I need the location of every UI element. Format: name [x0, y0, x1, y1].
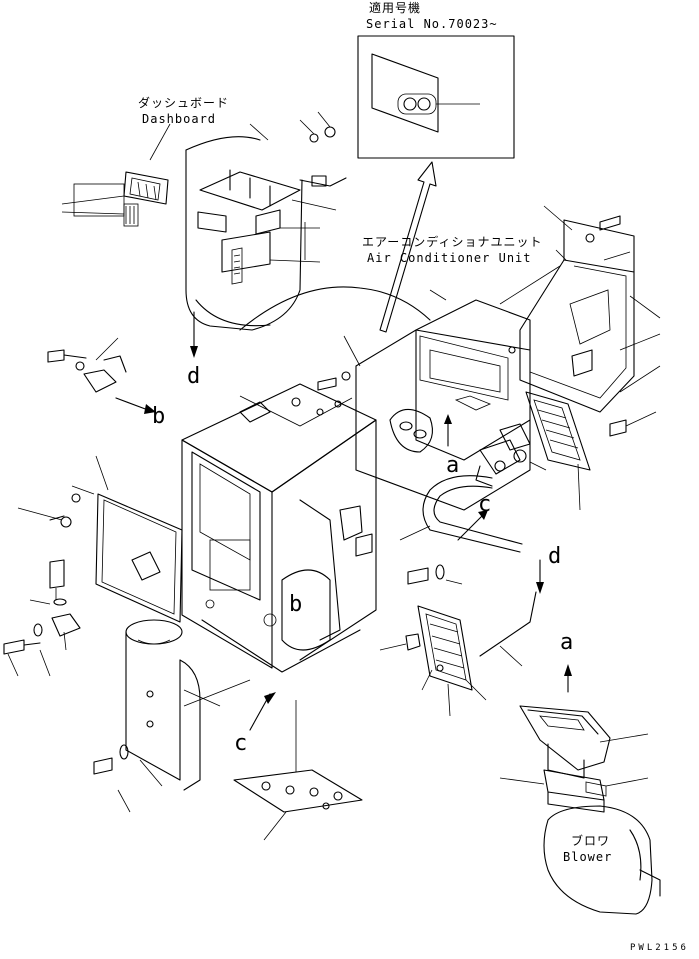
serial-jp-label: 適用号機 [369, 1, 422, 15]
ref-letter-c-bottom: c [234, 731, 248, 756]
arrow-c-right [457, 510, 488, 541]
ac-label-leaders [429, 249, 567, 301]
ref-letter-a-right: a [560, 630, 574, 655]
bolt-center [317, 371, 351, 391]
inset-arrow [379, 161, 437, 333]
arrow-c-bottom [249, 692, 276, 731]
blower-outlet [519, 705, 649, 779]
arrow-d-right [536, 559, 544, 594]
ac-valves [475, 423, 547, 487]
filter-panel [525, 391, 591, 511]
bottom-plate [233, 700, 363, 841]
blower-connector [499, 769, 649, 813]
cable [239, 286, 431, 331]
serial-inset [357, 35, 515, 159]
control-box [379, 605, 487, 717]
duct [93, 619, 251, 813]
ac-jp-label: エアーコンディショナユニット [362, 235, 543, 249]
dashboard-jp-label: ダッシュボード [138, 96, 230, 110]
blower-en-label: Blower [563, 850, 613, 864]
cab-frame [181, 383, 377, 673]
drawing-code: PWL2156 [630, 943, 689, 953]
ref-letter-a-center: a [446, 453, 460, 478]
ref-letter-b-left: b [152, 404, 166, 429]
ref-letter-d-right: d [548, 544, 562, 569]
ac-unit [343, 265, 561, 511]
left-cover [3, 455, 183, 677]
arrow-d-top [190, 311, 198, 358]
ref-letter-d-top: d [187, 364, 201, 389]
blower-housing [543, 805, 661, 915]
dashboard-en-label: Dashboard [142, 112, 217, 126]
wire-d [479, 591, 537, 667]
ref-letter-b-center: b [289, 592, 303, 617]
bolt-left [47, 337, 156, 414]
ac-en-label: Air Conditioner Unit [367, 251, 532, 265]
ac-bracket [519, 205, 661, 437]
hose [399, 475, 523, 553]
ref-letter-c-right: c [478, 492, 492, 517]
blower-jp-label: ブロワ [571, 834, 611, 848]
arrow-a-right [564, 664, 572, 693]
dashboard-assembly [61, 111, 347, 331]
bracket-center [339, 505, 373, 557]
serial-en-label: Serial No.70023~ [366, 17, 498, 31]
bolt-lower [407, 564, 463, 585]
